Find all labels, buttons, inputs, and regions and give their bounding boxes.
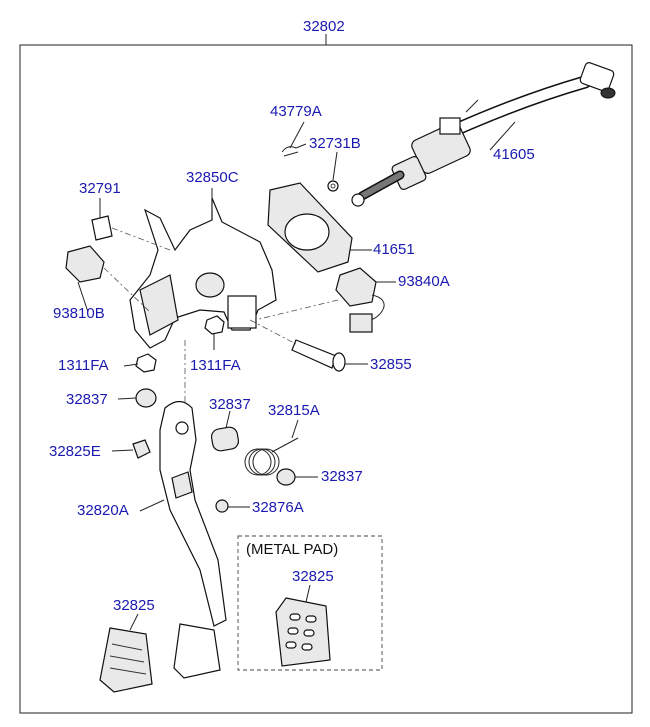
part-label-32850C[interactable]: 32850C xyxy=(186,169,239,186)
part-label-41651[interactable]: 41651 xyxy=(373,241,415,258)
assembly-number-label[interactable]: 32802 xyxy=(303,18,345,35)
spring-32815A xyxy=(244,437,299,476)
part-label-32825-rubber[interactable]: 32825 xyxy=(113,597,155,614)
pedal-arm-32820A xyxy=(159,400,227,627)
metal-pad-caption: (METAL PAD) xyxy=(246,541,339,558)
pedal-pad-rubber xyxy=(99,623,221,693)
part-label-32876A[interactable]: 32876A xyxy=(252,499,304,516)
bushing-32837-c xyxy=(276,468,296,486)
clip-32791 xyxy=(91,215,113,241)
part-label-32837-a[interactable]: 32837 xyxy=(66,391,108,408)
stopper-32825E xyxy=(132,439,151,459)
part-label-32855[interactable]: 32855 xyxy=(370,356,412,373)
part-label-32825-metal[interactable]: 32825 xyxy=(292,568,334,585)
switch-93810B xyxy=(65,245,151,313)
pedal-bracket-32850C xyxy=(129,197,277,349)
part-label-43779A[interactable]: 43779A xyxy=(270,103,322,120)
part-label-32731B[interactable]: 32731B xyxy=(309,135,361,152)
part-label-1311FA-mid[interactable]: 1311FA xyxy=(190,357,241,374)
master-cylinder-41605 xyxy=(351,62,616,207)
part-label-93840A[interactable]: 93840A xyxy=(398,273,450,290)
switch-93840A xyxy=(254,267,385,333)
nut-1311FA-left xyxy=(135,353,157,373)
part-label-41605[interactable]: 41605 xyxy=(493,146,535,163)
bushing-32837-a xyxy=(135,388,157,408)
pedal-pad-metal xyxy=(275,597,331,667)
part-label-32837-c[interactable]: 32837 xyxy=(321,468,363,485)
nut-1311FA-mid xyxy=(204,315,225,335)
gasket-41651 xyxy=(267,182,353,273)
clevis-pin-43779A xyxy=(281,143,307,157)
part-label-32791[interactable]: 32791 xyxy=(79,180,121,197)
part-label-32820A[interactable]: 32820A xyxy=(77,502,129,519)
metal-pad-box xyxy=(237,535,383,671)
part-label-1311FA-left[interactable]: 1311FA xyxy=(58,357,109,374)
part-label-93810B[interactable]: 93810B xyxy=(53,305,105,322)
part-label-32825E[interactable]: 32825E xyxy=(49,443,101,460)
shaft-32855 xyxy=(249,319,346,372)
part-label-32837-b[interactable]: 32837 xyxy=(209,396,251,413)
nut-32876A xyxy=(215,499,229,513)
bushing-32837-b xyxy=(210,426,240,452)
part-label-32815A[interactable]: 32815A xyxy=(268,402,320,419)
